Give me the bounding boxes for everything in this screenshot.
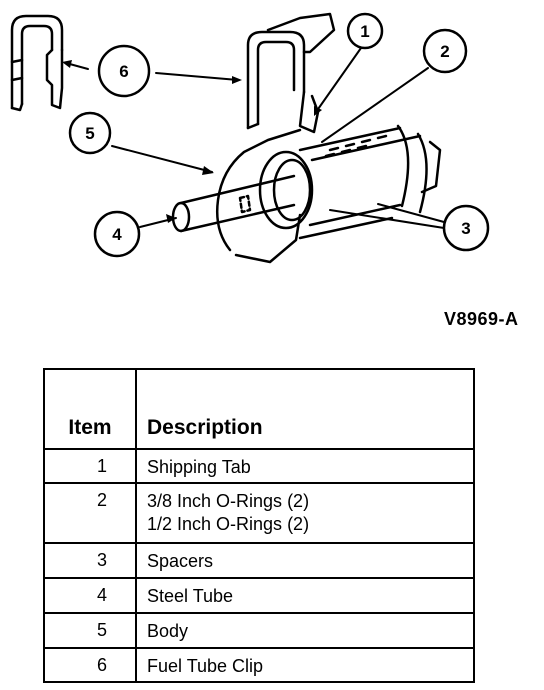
table-row: 1 Shipping Tab: [43, 448, 475, 484]
fuel-tube-clip-drawing: [10, 14, 64, 112]
svg-text:1: 1: [360, 22, 369, 41]
item-number: 5: [43, 612, 137, 649]
callout-4: 4: [93, 210, 141, 258]
installed-clip-drawing: [246, 12, 336, 134]
svg-text:6: 6: [119, 62, 128, 81]
item-column-header: Item: [43, 368, 137, 450]
callout-5: 5: [68, 111, 112, 155]
callout-arrowheads: [62, 60, 322, 223]
svg-text:3: 3: [461, 219, 470, 238]
svg-text:5: 5: [85, 124, 94, 143]
figure-code: V8969-A: [444, 309, 519, 329]
item-description: Fuel Tube Clip: [135, 647, 475, 683]
callout-1: 1: [346, 12, 384, 50]
table-row: 3 Spacers: [43, 542, 475, 579]
item-description: Body: [135, 612, 475, 649]
svg-text:4: 4: [112, 225, 122, 244]
callout-2: 2: [422, 28, 468, 74]
item-description: Steel Tube: [135, 577, 475, 614]
item-number: 2: [43, 482, 137, 544]
table-row: 2 3/8 Inch O-Rings (2) 1/2 Inch O-Rings …: [43, 482, 475, 544]
item-description: Spacers: [135, 542, 475, 579]
callout-6: 6: [97, 44, 151, 98]
svg-text:2: 2: [440, 42, 449, 61]
item-number: 4: [43, 577, 137, 614]
fuel-fitting-diagram: 6 1 2 5 4 3: [10, 12, 490, 264]
item-number: 1: [43, 448, 137, 484]
callout-leaders: [65, 47, 445, 229]
item-description: 3/8 Inch O-Rings (2) 1/2 Inch O-Rings (2…: [135, 482, 475, 544]
legend-table: Item Description 1 Shipping Tab 2 3/8 In…: [43, 368, 475, 683]
item-description: Shipping Tab: [135, 448, 475, 484]
steel-tube-drawing: [171, 174, 296, 233]
table-row: 5 Body: [43, 612, 475, 649]
table-row: 4 Steel Tube: [43, 577, 475, 614]
table-row: 6 Fuel Tube Clip: [43, 647, 475, 683]
fitting-body-drawing: [216, 124, 442, 264]
callout-3: 3: [442, 204, 490, 252]
item-number: 3: [43, 542, 137, 579]
item-number: 6: [43, 647, 137, 683]
description-column-header: Description: [135, 368, 475, 450]
